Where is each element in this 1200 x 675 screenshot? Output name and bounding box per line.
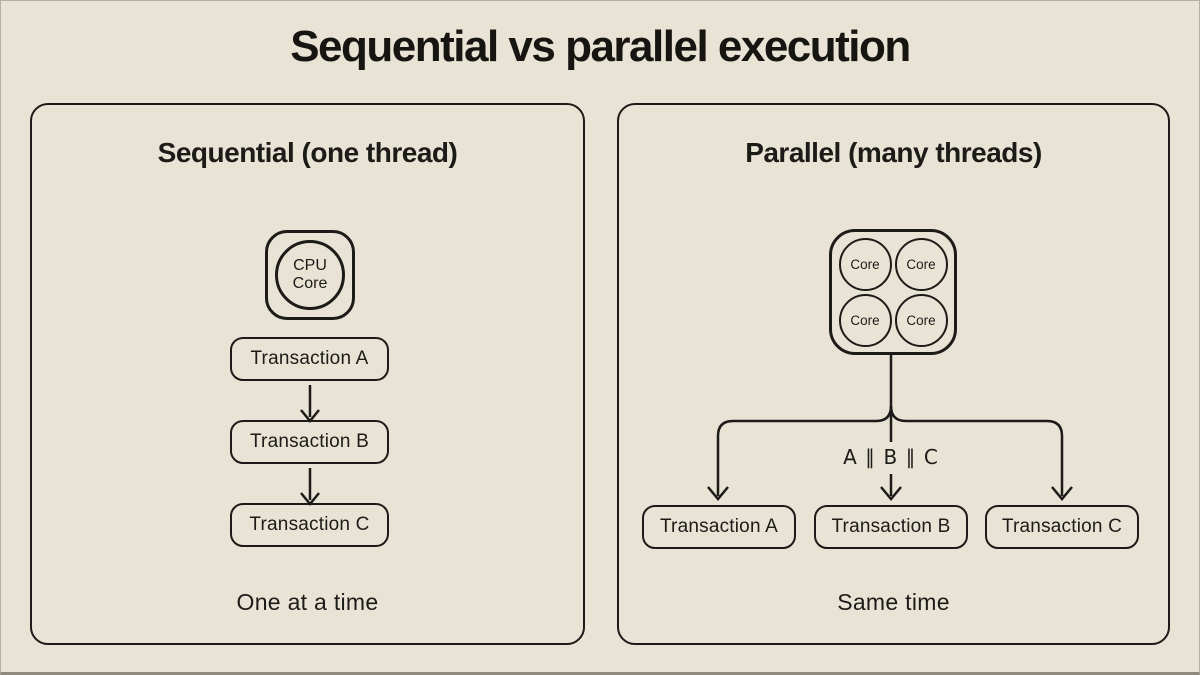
parallel-notation-label: A ∥ B ∥ C — [843, 445, 939, 469]
down-arrow-icon — [300, 468, 320, 506]
transaction-a-box: Transaction A — [642, 505, 796, 549]
cpu-label-line1: CPU — [293, 257, 327, 275]
sequential-caption: One at a time — [236, 589, 379, 615]
cpu-label-line2: Core — [292, 275, 328, 292]
down-arrow-icon — [300, 385, 320, 423]
sequential-panel: Sequential (one thread) CPU Core Transac… — [30, 103, 585, 645]
cpu-core-circle: CPU Core — [275, 240, 345, 310]
quad-core-cpu-icon: Core Core Core Core — [829, 229, 957, 355]
transaction-b-box: Transaction B — [230, 420, 389, 464]
cpu-core-icon: CPU Core — [265, 230, 355, 320]
parallel-caption: Same time — [837, 589, 950, 615]
core-circle: Core — [894, 293, 948, 347]
parallel-branch-connector: A ∥ B ∥ C — [707, 354, 1073, 501]
sequential-panel-title: Sequential (one thread) — [157, 137, 458, 168]
transaction-c-box: Transaction C — [985, 505, 1139, 549]
core-circle: Core — [838, 293, 892, 347]
page-title: Sequential vs parallel execution — [290, 22, 911, 71]
transaction-a-box: Transaction A — [230, 337, 389, 381]
transaction-b-box: Transaction B — [814, 505, 968, 549]
parallel-panel: Parallel (many threads) Core Core Core C… — [617, 103, 1170, 645]
core-circle: Core — [838, 237, 892, 291]
transaction-c-box: Transaction C — [230, 503, 389, 547]
core-circle: Core — [894, 237, 948, 291]
parallel-panel-title: Parallel (many threads) — [745, 137, 1042, 168]
